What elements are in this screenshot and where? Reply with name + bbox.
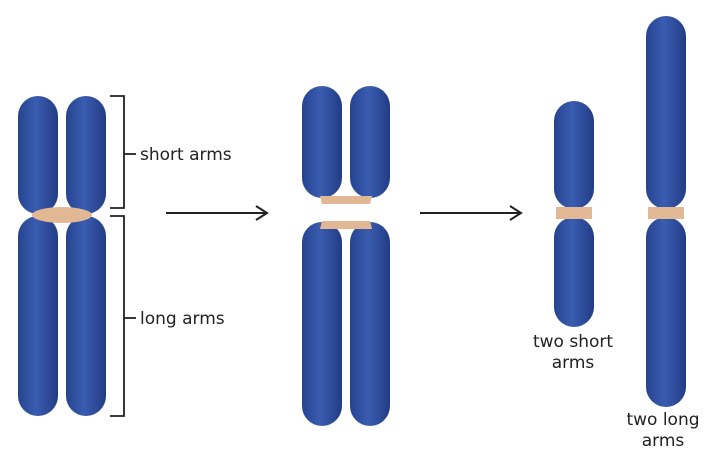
short-arm-chromosome [554, 101, 594, 327]
stage-2-chromosome [302, 86, 390, 426]
short-arm-upper [554, 101, 594, 209]
long-arm-upper [646, 16, 686, 209]
two-short-arms-label-line1: two short [533, 332, 613, 352]
left-chromatid-long-arm [302, 222, 342, 426]
long-arms-label: long arms [140, 309, 225, 329]
centromere [32, 207, 92, 223]
left-chromatid-long-arm [18, 216, 58, 416]
left-chromatid-short-arm [18, 96, 58, 214]
short-arm-lower [554, 217, 594, 327]
stage-1-chromosome [18, 96, 106, 416]
short-arms-bracket [110, 96, 136, 208]
arrow-2 [420, 206, 521, 220]
right-chromatid-long-arm [350, 222, 390, 426]
short-arm-centromere [556, 207, 592, 219]
two-long-arms-label-line1: two long [626, 410, 699, 430]
long-arms-bracket [110, 216, 136, 416]
two-long-arms-label-line2: arms [642, 431, 685, 451]
long-arm-lower [646, 217, 686, 407]
lower-centromere-half [320, 221, 372, 229]
long-arm-centromere [648, 207, 684, 219]
long-arm-chromosome [646, 16, 686, 407]
right-chromatid-short-arm [350, 86, 390, 198]
right-chromatid-long-arm [66, 216, 106, 416]
left-chromatid-short-arm [302, 86, 342, 198]
arrow-1 [166, 206, 267, 220]
two-short-arms-label-line2: arms [552, 353, 595, 373]
right-chromatid-short-arm [66, 96, 106, 214]
short-arms-label: short arms [140, 145, 232, 165]
upper-centromere-half [320, 196, 372, 204]
